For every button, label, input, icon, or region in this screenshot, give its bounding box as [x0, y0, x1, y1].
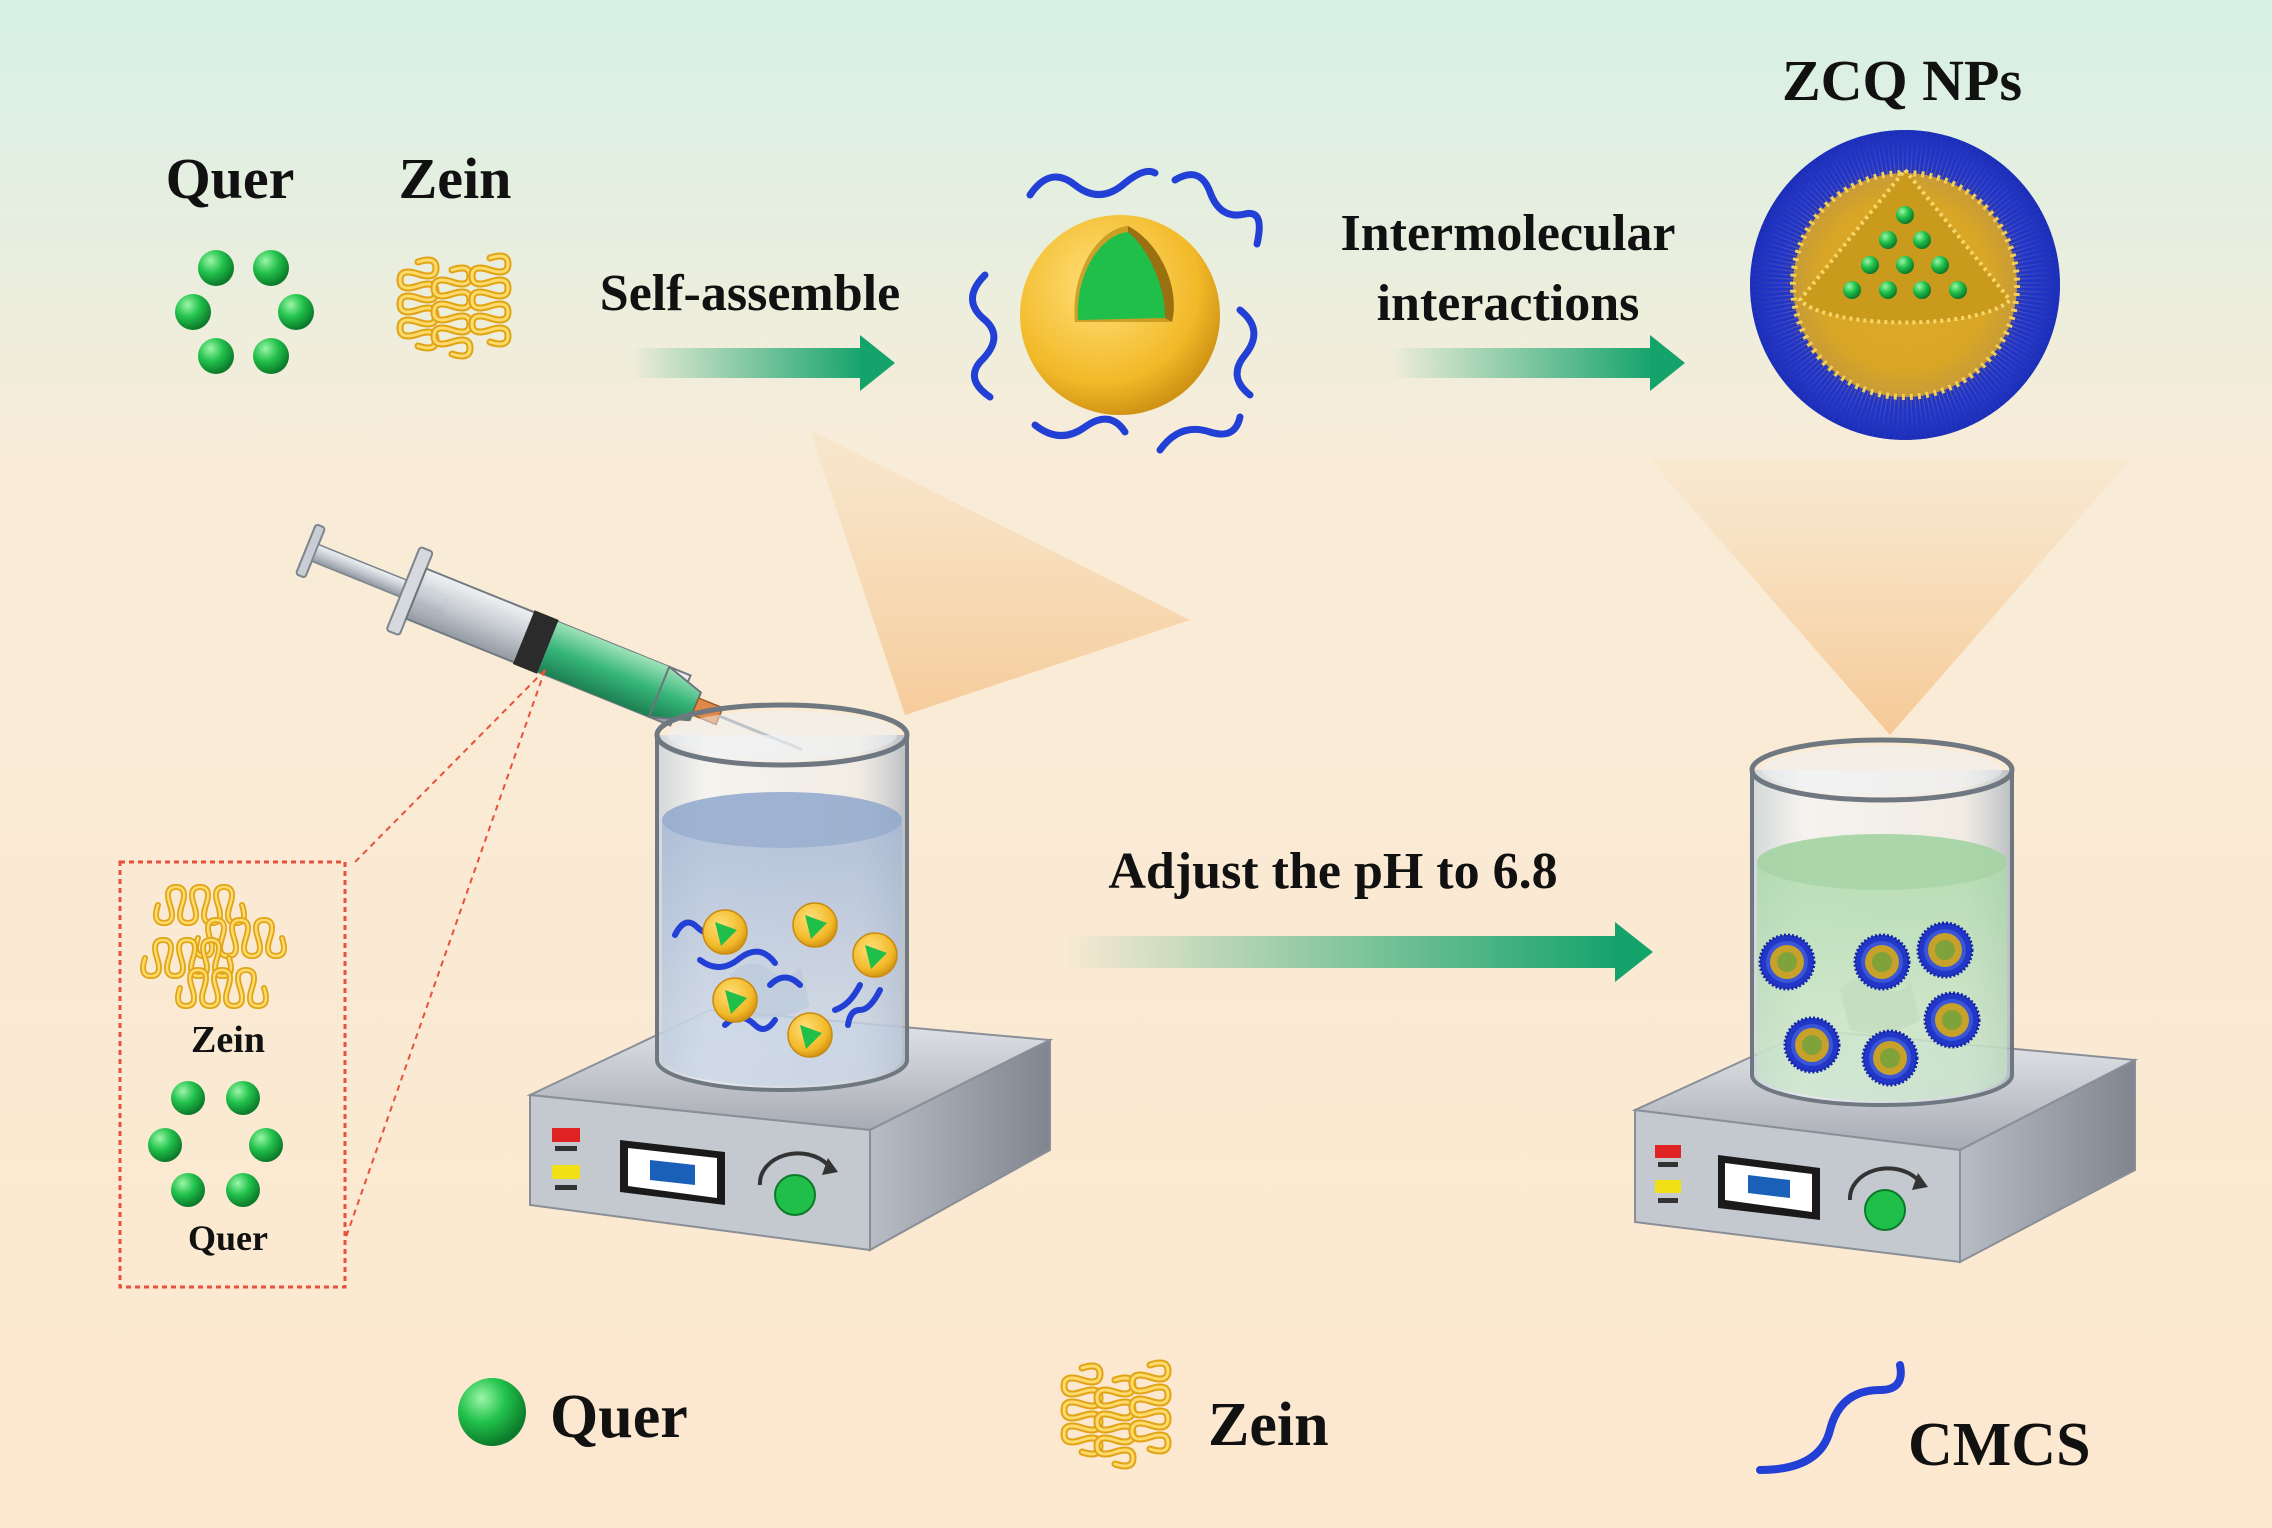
arrow-intermolecular [1390, 335, 1685, 391]
intermolecular-label-line2: interactions [1377, 275, 1640, 332]
stirrer-left-yellow-button [552, 1165, 580, 1179]
inset-connector-top [354, 669, 546, 863]
self-assemble-label: Self-assemble [600, 265, 900, 322]
green-sphere-icon [458, 1378, 526, 1446]
inset-connector-bottom [344, 669, 546, 1241]
cmcs-chains-around-particle [969, 167, 1263, 454]
adjust-ph-label: Adjust the pH to 6.8 [1108, 843, 1557, 900]
syringe [295, 523, 803, 751]
quer-molecules-top [175, 250, 314, 374]
stirrer-right-red-button [1655, 1145, 1681, 1158]
stirrer-right-knob [1864, 1189, 1906, 1231]
inset-box [118, 860, 347, 1289]
zein-helix-icon [1064, 1363, 1168, 1466]
intermolecular-label-line1: Intermolecular [1340, 205, 1675, 262]
stirrer-left-knob [774, 1174, 816, 1216]
beaker-right [1749, 737, 2015, 1107]
inset-zein-label: Zein [191, 1019, 265, 1061]
beaker-left [654, 702, 910, 1092]
zcq-nanoparticle-large [1750, 130, 2060, 440]
stirrer-left-red-button [552, 1128, 580, 1142]
inset-quer-label: Quer [188, 1218, 268, 1258]
stirrer-right-display [1748, 1175, 1790, 1198]
stirrer-left-display [650, 1160, 695, 1185]
arrow-self-assemble [630, 335, 895, 391]
self-assembled-particle [1020, 215, 1220, 415]
zoom-beam-left [810, 430, 1190, 715]
arrow-adjust-ph [1060, 922, 1653, 982]
legend: Quer Zein CMCS [458, 1363, 2091, 1479]
cmcs-chain-icon [1756, 1361, 1905, 1474]
quer-top-label: Quer [166, 146, 295, 211]
legend-quer-label: Quer [550, 1383, 688, 1451]
legend-cmcs-label: CMCS [1908, 1411, 2091, 1479]
zein-top-label: Zein [399, 146, 512, 211]
zcq-nps-label: ZCQ NPs [1782, 48, 2022, 113]
legend-zein-label: Zein [1208, 1391, 1329, 1459]
inset-quer-molecules [148, 1081, 283, 1207]
zoom-beam-right [1650, 460, 2130, 735]
stirrer-right-yellow-button [1655, 1180, 1681, 1193]
